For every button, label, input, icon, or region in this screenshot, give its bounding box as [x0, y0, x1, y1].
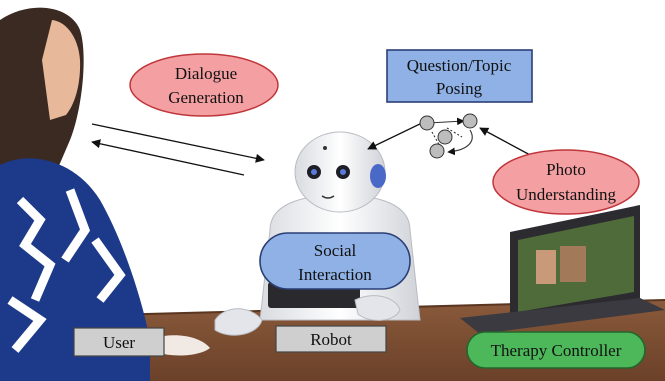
svg-text:Therapy Controller: Therapy Controller — [491, 341, 622, 360]
dialogue-generation-label: Dialogue Generation — [129, 53, 279, 117]
laptop-photo — [460, 205, 665, 334]
svg-text:Question/Topic: Question/Topic — [407, 56, 512, 75]
user-label: User — [73, 327, 165, 357]
svg-text:Generation: Generation — [168, 88, 244, 107]
svg-text:Robot: Robot — [310, 330, 352, 349]
svg-text:Posing: Posing — [436, 79, 483, 98]
svg-text:Photo: Photo — [546, 160, 586, 179]
svg-text:Dialogue: Dialogue — [175, 64, 237, 83]
photo-to-topic-arrow — [479, 127, 533, 157]
svg-text:Interaction: Interaction — [298, 265, 372, 284]
robot-label: Robot — [275, 325, 387, 353]
topic-to-robot-arrow — [367, 121, 425, 150]
question-topic-posing-label: Question/Topic Posing — [386, 49, 533, 103]
svg-text:User: User — [103, 333, 135, 352]
photo-understanding-label: Photo Understanding — [492, 149, 640, 215]
svg-text:Social: Social — [314, 241, 357, 260]
svg-text:Understanding: Understanding — [516, 185, 617, 204]
person-photo — [0, 7, 210, 381]
dialogue-arrows — [91, 123, 265, 176]
therapy-controller-label: Therapy Controller — [466, 331, 646, 369]
social-interaction-label: Social Interaction — [259, 232, 411, 290]
topic-graph-icon — [419, 113, 478, 159]
